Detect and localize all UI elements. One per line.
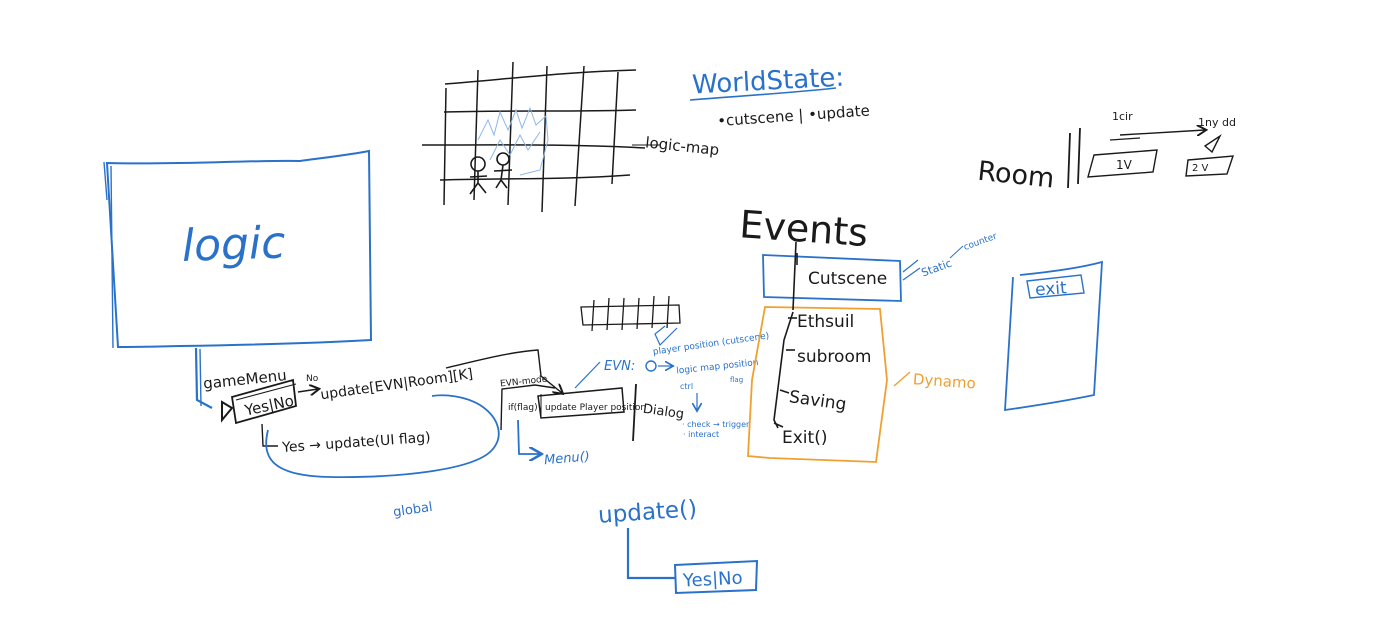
logic-map-grid (421, 61, 646, 213)
room-bar-2 (1077, 127, 1081, 185)
event-item-1: subroom (797, 347, 871, 367)
dialog-label: Dialog (642, 402, 685, 423)
counter-label: counter (962, 232, 998, 253)
update-player-label: update Player position (545, 403, 646, 413)
update-yesno-box (673, 559, 759, 595)
logic-box (103, 149, 373, 349)
evn-note-label: EVN: (604, 359, 635, 374)
update-title: update() (597, 496, 698, 529)
dynamic-events-box (747, 306, 888, 463)
yes-branch-text: Yes → update(UI flag) (281, 430, 431, 456)
room-bar-1 (1067, 132, 1071, 189)
room-left-mark (1109, 137, 1141, 141)
game-menu-yesno-box (221, 378, 297, 425)
evn-to-menu-line (517, 419, 540, 454)
ruler-to-evn-line (574, 361, 601, 389)
events-title: Events (738, 202, 869, 255)
update-yesno-label: Yes|No (681, 568, 743, 592)
counter-connector (949, 245, 964, 259)
progress-ruler (580, 295, 681, 332)
events-tree (773, 241, 798, 429)
global-label: global (392, 500, 433, 520)
world-state-items: •cutscene | •update (717, 101, 871, 130)
static-label: Static (920, 257, 954, 280)
evn-mode-label: EVN-mode (500, 375, 549, 390)
room-left-above: 1cir (1112, 110, 1133, 123)
menu-call: Menu() (543, 449, 590, 468)
check-note: · check → trigger (682, 420, 750, 429)
evn-small-b: flag (730, 376, 743, 384)
logic-map-note: logic map position (676, 358, 759, 377)
stick-figures (469, 152, 513, 195)
cutscene-box (762, 254, 902, 302)
evn-small-a: ctrl (680, 382, 693, 391)
no-branch-arrow (297, 389, 318, 392)
logic-map-label: logic-map (645, 133, 721, 159)
exit-card (1004, 260, 1103, 412)
dialog-bar (632, 383, 637, 442)
game-menu-label: gameMenu (202, 366, 287, 393)
room-left-box (1087, 149, 1158, 178)
event-item-3: Exit() (782, 428, 827, 448)
no-branch-text: update[EVN|Room][K] (319, 366, 474, 403)
evn-bracket (500, 384, 556, 431)
room-label: Room (976, 156, 1056, 195)
dynamo-connector (893, 371, 911, 387)
interact-note: · interact (683, 430, 719, 439)
static-connector (902, 259, 921, 281)
logic-to-menu-line (194, 347, 213, 409)
room-arrow (1119, 130, 1205, 135)
update-branch-line (626, 528, 676, 580)
cutscene-label: Cutscene (808, 269, 887, 289)
exit-label: exit (1034, 278, 1067, 300)
no-marker: No (306, 374, 319, 384)
dynamo-label: Dynamo (912, 370, 976, 392)
ruler-connector (654, 325, 678, 347)
room-right-box-label: 2 V (1192, 163, 1209, 174)
update-player-box (537, 387, 625, 419)
logic-to-menu-line-2 (199, 348, 202, 407)
event-item-0: Ethsuil (797, 312, 854, 332)
global-loop (265, 394, 500, 478)
room-right-above: 1ny dd (1198, 116, 1236, 129)
flame-scribble (477, 106, 549, 176)
yes-branch-line (261, 423, 278, 447)
no-branch-to-evn (445, 349, 562, 393)
room-left-box-label: 1V (1116, 158, 1133, 172)
logic-label: logic (181, 217, 286, 272)
evn-at-circle (645, 360, 657, 372)
world-state-underline (689, 87, 837, 101)
event-item-2: Saving (788, 387, 848, 415)
evn-if-label: if(flag) (508, 403, 538, 413)
room-right-box (1185, 133, 1235, 177)
